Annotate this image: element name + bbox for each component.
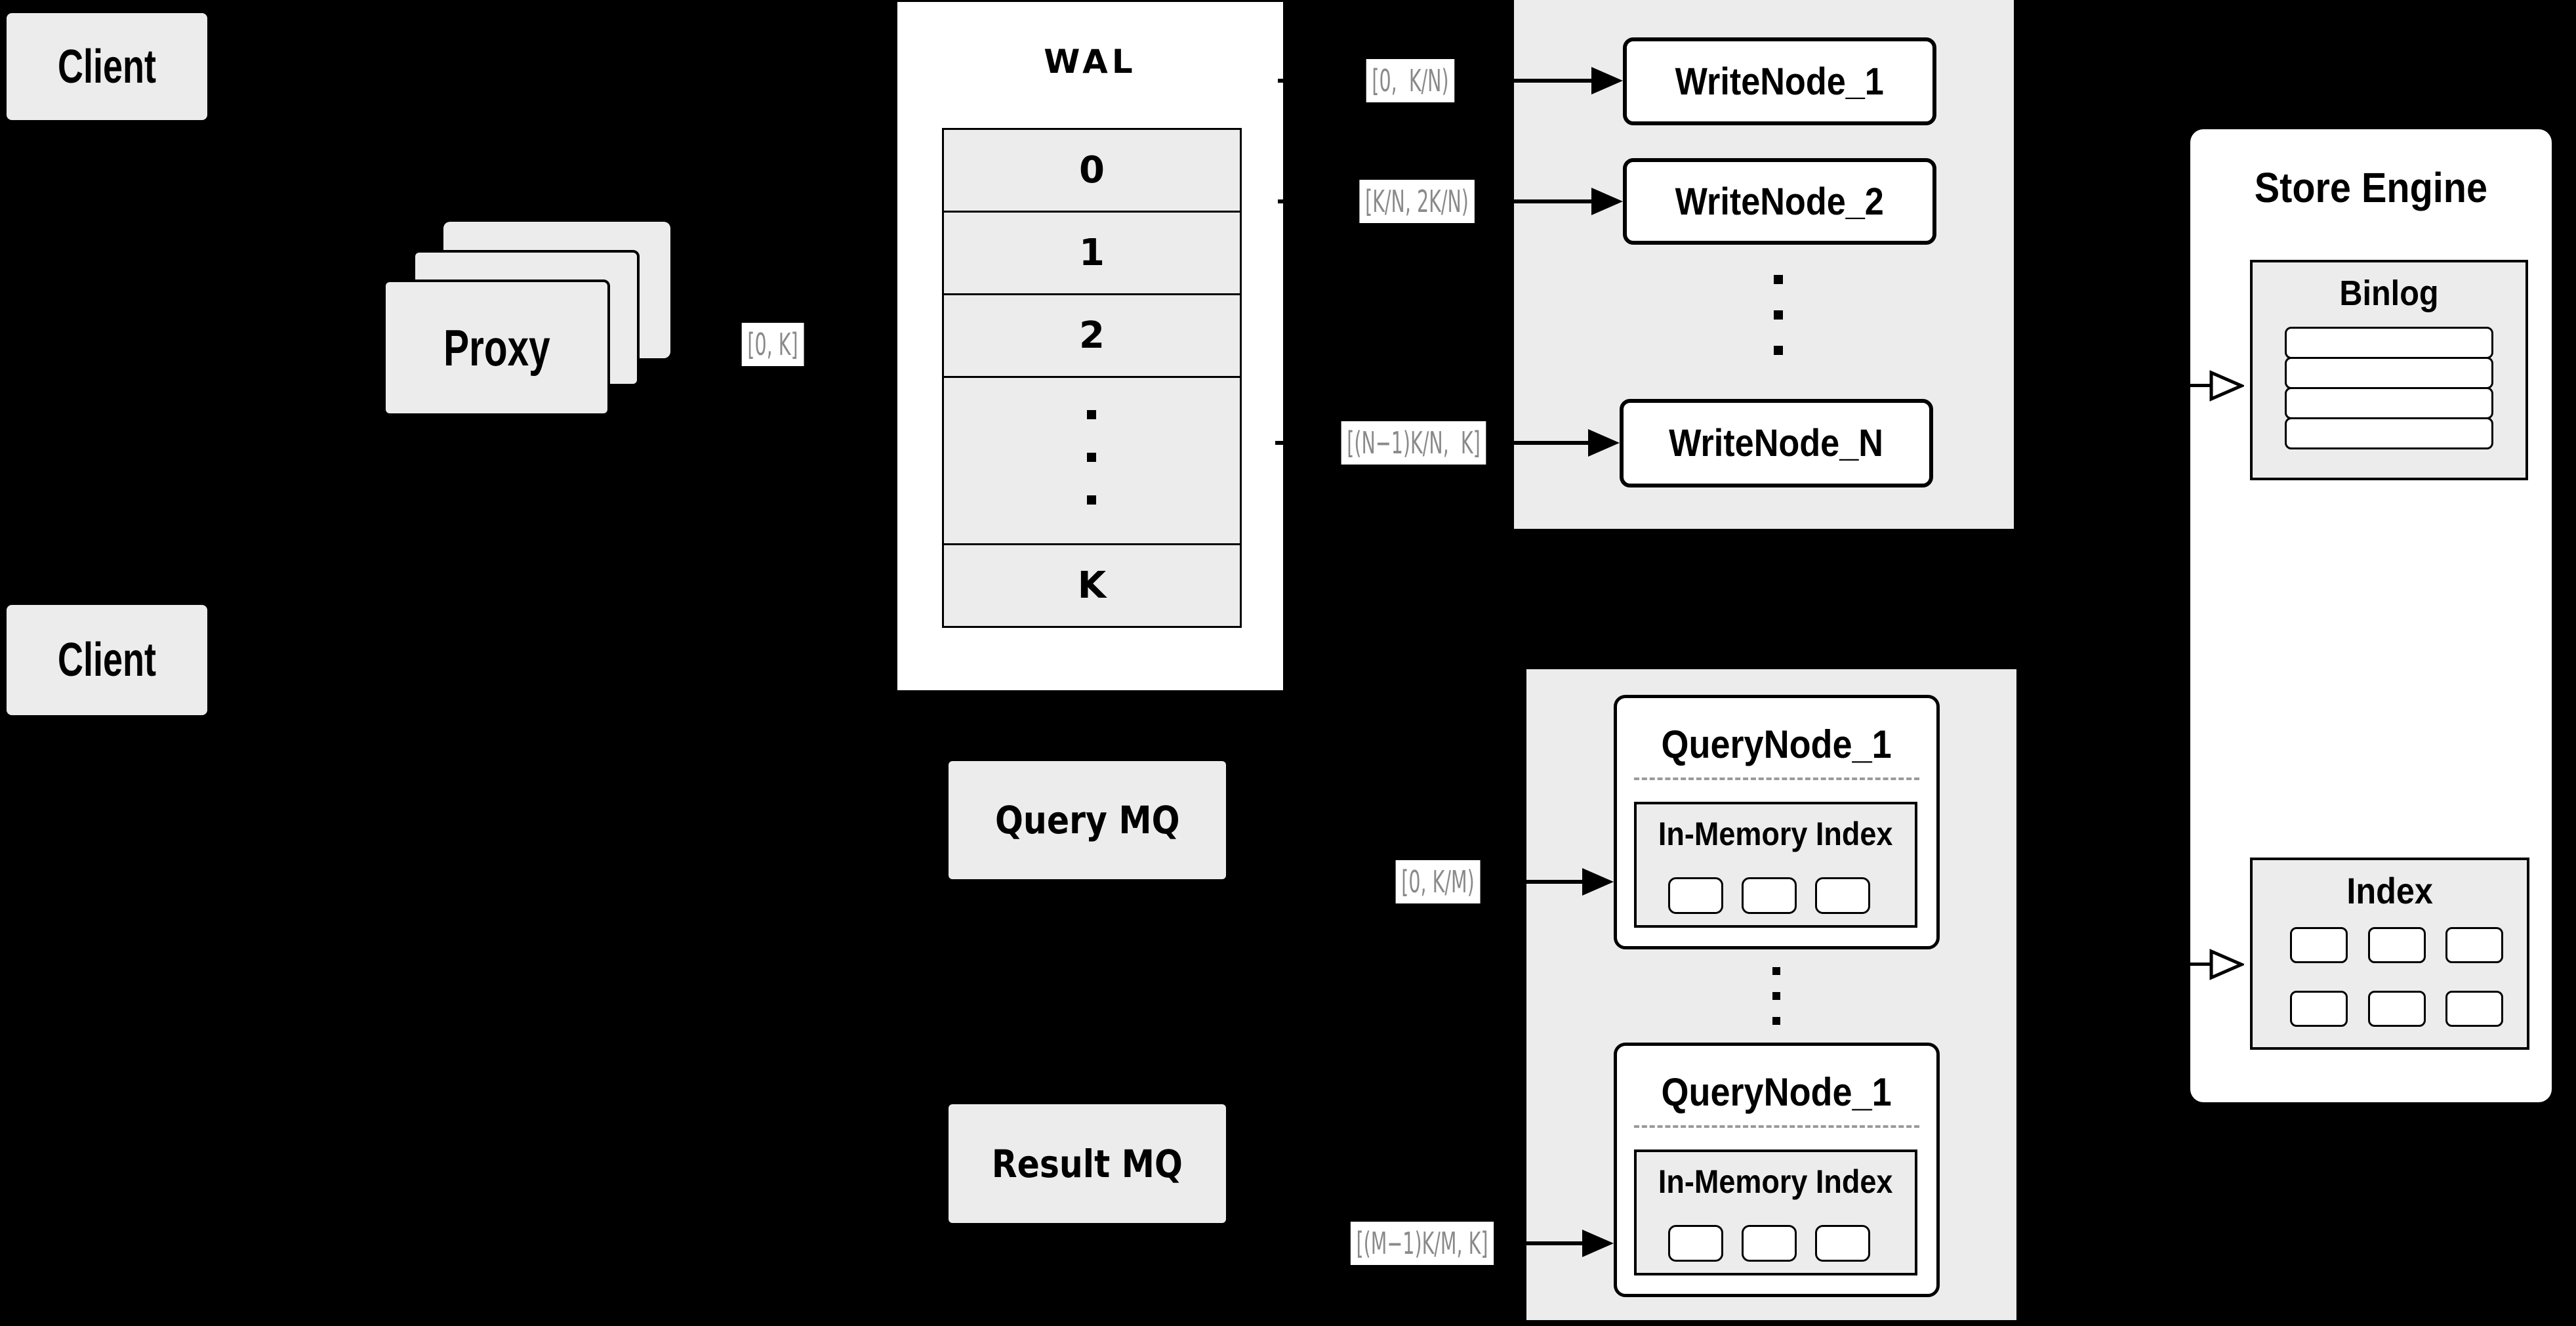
- write-node-n: WriteNode_N: [1620, 399, 1933, 487]
- index-title-wrap: Index: [2253, 869, 2527, 912]
- result-mq-label: Result MQ: [991, 1141, 1183, 1186]
- query-arrow-1-line: [1502, 880, 1585, 884]
- memory-segment: [1668, 1225, 1723, 1262]
- binlog-row: [2285, 417, 2493, 449]
- index-cell: [2290, 991, 2348, 1027]
- memory-segment: [1815, 1225, 1870, 1262]
- query-node-bottom-inmemory-box: In-Memory Index: [1634, 1150, 1917, 1275]
- binlog-box: Binlog: [2250, 260, 2528, 480]
- client-top-label: Client: [57, 40, 156, 93]
- write-ellipsis-dot: [1774, 346, 1783, 355]
- client-box-top: Client: [7, 13, 207, 120]
- wal-title: WAL: [1044, 43, 1137, 81]
- store-engine-title: Store Engine: [2254, 164, 2488, 211]
- store-engine-box: Store Engine Binlog Index: [2190, 129, 2552, 1102]
- write-arrow-1-head-icon: [1591, 67, 1623, 94]
- wal-row-1: 1: [942, 211, 1242, 295]
- memory-segment: [1742, 1225, 1797, 1262]
- binlog-title: Binlog: [2339, 274, 2439, 313]
- write-ellipsis-dot: [1774, 310, 1783, 320]
- wal-row-0: 0: [942, 128, 1242, 213]
- range-label-write-1: [0, K/N): [1366, 59, 1455, 102]
- index-title: Index: [2346, 870, 2433, 911]
- write-node-1-label: WriteNode_1: [1675, 60, 1885, 103]
- range-label-write-2: [K/N, 2K/N): [1359, 180, 1475, 223]
- query-node-top-title: QueryNode_1: [1661, 722, 1892, 766]
- index-arrow-line: [2190, 963, 2213, 966]
- client-bottom-label: Client: [57, 634, 156, 686]
- wal-ellipsis-dot: [1087, 495, 1096, 505]
- write-ellipsis-dot: [1774, 275, 1783, 284]
- wal-row-k: K: [942, 543, 1242, 628]
- query-node-bottom: QueryNode_1 In-Memory Index: [1614, 1043, 1940, 1297]
- index-box: Index: [2250, 858, 2529, 1050]
- index-cell: [2368, 927, 2426, 963]
- query-mq-box: Query MQ: [949, 761, 1226, 879]
- query-arrow-m-line: [1502, 1241, 1585, 1245]
- query-node-bottom-title: QueryNode_1: [1661, 1070, 1892, 1114]
- write-arrow-2-head-icon: [1591, 188, 1623, 215]
- query-ellipsis-dot: [1772, 992, 1780, 1000]
- memory-segment: [1668, 877, 1723, 914]
- binlog-title-wrap: Binlog: [2253, 273, 2525, 314]
- memory-segment: [1815, 877, 1870, 914]
- write-node-1: WriteNode_1: [1623, 37, 1936, 125]
- query-arrow-m-head-icon: [1582, 1230, 1614, 1257]
- binlog-row: [2285, 387, 2493, 419]
- write-arrow-n-head-icon: [1588, 429, 1620, 457]
- binlog-arrow-line: [2190, 384, 2213, 387]
- range-label-query-m: [(M−1)K/M, K]: [1350, 1222, 1494, 1265]
- wal-ellipsis-dot: [1087, 410, 1096, 419]
- query-arrow-1-head-icon: [1582, 868, 1614, 896]
- query-mq-label: Query MQ: [994, 798, 1180, 842]
- range-label-query-1: [0, K/M): [1395, 860, 1481, 903]
- index-cell: [2290, 927, 2348, 963]
- query-ellipsis-dot: [1772, 967, 1780, 975]
- range-label-write-n: [(N−1)K/N, K]: [1341, 421, 1486, 465]
- wal-row-2: 2: [942, 293, 1242, 378]
- query-node-top-inmemory-label: In-Memory Index: [1658, 816, 1893, 852]
- index-cell: [2368, 991, 2426, 1027]
- client-box-bottom: Client: [7, 605, 207, 715]
- memory-segment: [1742, 877, 1797, 914]
- store-engine-title-wrap: Store Engine: [2190, 163, 2552, 212]
- query-node-bottom-divider: [1634, 1125, 1919, 1128]
- write-node-2: WriteNode_2: [1623, 158, 1936, 245]
- proxy-card-front: Proxy: [383, 280, 610, 416]
- query-node-bottom-inmemory-label: In-Memory Index: [1658, 1163, 1893, 1200]
- index-cell: [2445, 927, 2503, 963]
- result-mq-box: Result MQ: [949, 1104, 1226, 1223]
- query-ellipsis-dot: [1772, 1017, 1780, 1025]
- proxy-label: Proxy: [443, 318, 550, 377]
- index-hollow-arrow-icon: [2209, 949, 2244, 980]
- binlog-row: [2285, 357, 2493, 389]
- query-node-top-inmemory-box: In-Memory Index: [1634, 802, 1917, 928]
- write-node-n-label: WriteNode_N: [1669, 422, 1884, 465]
- query-node-top: QueryNode_1 In-Memory Index: [1614, 695, 1940, 949]
- query-node-top-divider: [1634, 777, 1919, 780]
- binlog-row: [2285, 327, 2493, 359]
- index-cell: [2445, 991, 2503, 1027]
- write-node-2-label: WriteNode_2: [1675, 180, 1885, 223]
- wal-ellipsis-dot: [1087, 453, 1096, 462]
- range-label-proxy-out: [0, K]: [741, 323, 804, 366]
- binlog-hollow-arrow-icon: [2209, 370, 2244, 402]
